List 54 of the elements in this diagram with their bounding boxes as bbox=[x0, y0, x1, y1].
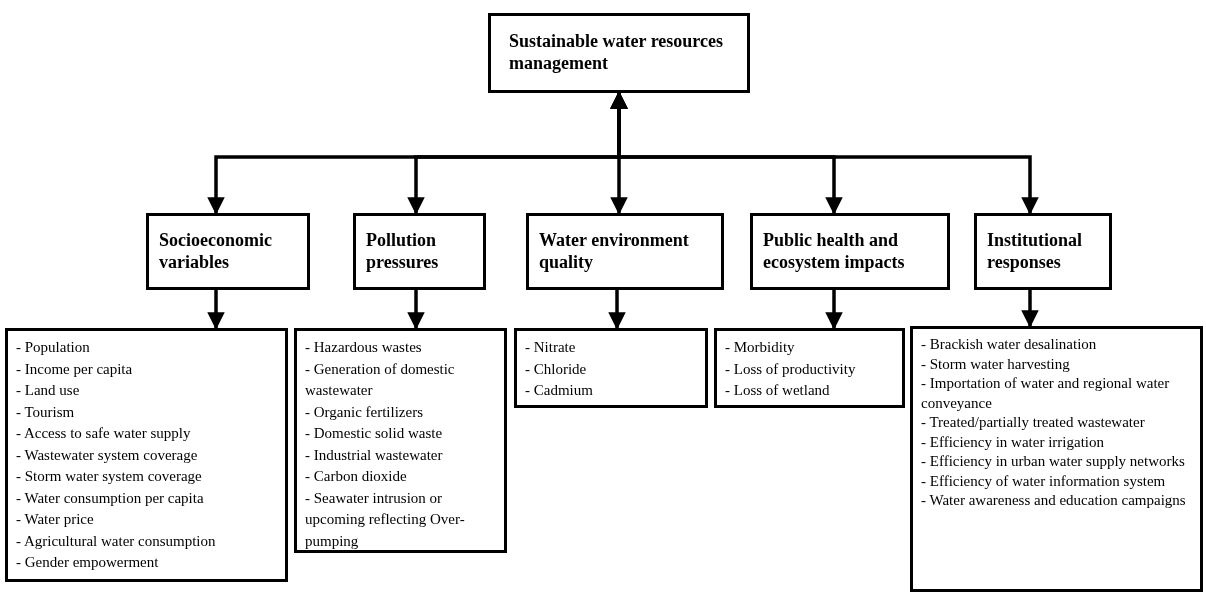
arrow bbox=[825, 290, 843, 330]
list-item: - Agricultural water consumption bbox=[16, 531, 217, 551]
list-box bbox=[5, 328, 288, 582]
arrow bbox=[207, 290, 225, 330]
box-heading: Sustainable water resources management bbox=[509, 31, 724, 75]
box-heading: Socioeconomic variables bbox=[159, 229, 273, 274]
category-box bbox=[488, 13, 750, 93]
list-box bbox=[910, 326, 1203, 592]
category-box bbox=[146, 213, 310, 290]
list-item: - Population bbox=[16, 338, 91, 357]
list-item: - Loss of wetland bbox=[725, 381, 831, 400]
category-box bbox=[974, 213, 1112, 290]
list-item: - Importation of water and regional water conveyance bbox=[921, 374, 1171, 413]
list-item: - Carbon dioxide bbox=[305, 467, 408, 486]
list-item: - Storm water harvesting bbox=[921, 354, 1071, 374]
list-item: - Efficiency in water irrigation bbox=[921, 432, 1105, 452]
list-item: - Efficiency of water information system bbox=[921, 471, 1167, 491]
category-box bbox=[526, 213, 724, 290]
list-item: - Tourism bbox=[16, 402, 76, 422]
category-box bbox=[750, 213, 950, 290]
list-item: - Hazardous wastes bbox=[305, 338, 423, 357]
box-heading: Institutional responses bbox=[987, 229, 1084, 274]
arrow bbox=[407, 290, 425, 330]
box-heading: Water environment quality bbox=[539, 229, 690, 274]
list-item: - Water awareness and education campaigns bbox=[921, 491, 1187, 510]
list-item: - Cadmium bbox=[525, 381, 594, 400]
list-item: - Industrial wastewater bbox=[305, 445, 444, 465]
arrow bbox=[608, 290, 626, 330]
list-item: - Generation of domestic wastewater bbox=[305, 359, 456, 400]
list-item: - Gender empowerment bbox=[16, 553, 160, 572]
list-item: - Morbidity bbox=[725, 338, 796, 357]
list-item: - Efficiency in urban water supply networks bbox=[921, 452, 1186, 471]
list-item: - Income per capita bbox=[16, 359, 134, 379]
list-item: - Domestic solid waste bbox=[305, 424, 444, 443]
list-item: - Loss of productivity bbox=[725, 359, 857, 379]
list-item: - Organic fertilizers bbox=[305, 402, 424, 422]
list-item: - Wastewater system coverage bbox=[16, 445, 199, 465]
category-box bbox=[353, 213, 486, 290]
list-item: - Chloride bbox=[525, 359, 588, 379]
list-item: - Brackish water desalination bbox=[921, 335, 1098, 354]
list-item: - Nitrate bbox=[525, 338, 577, 357]
list-item: - Seawater intrusion or upcoming reflecting Over-pumping bbox=[305, 488, 466, 551]
list-item: - Treated/partially treated wastewater bbox=[921, 413, 1146, 432]
list-item: - Access to safe water supply bbox=[16, 424, 192, 443]
list-item: - Land use bbox=[16, 381, 81, 400]
arrow bbox=[1021, 290, 1039, 328]
list-box bbox=[714, 328, 905, 408]
list-item: - Water consumption per capita bbox=[16, 488, 205, 508]
box-heading: Public health and ecosystem impacts bbox=[763, 229, 906, 274]
list-item: - Storm water system coverage bbox=[16, 467, 203, 486]
list-item: - Water price bbox=[16, 510, 95, 529]
list-box bbox=[514, 328, 708, 408]
list-box bbox=[294, 328, 507, 553]
box-heading: Pollution pressures bbox=[366, 229, 440, 274]
